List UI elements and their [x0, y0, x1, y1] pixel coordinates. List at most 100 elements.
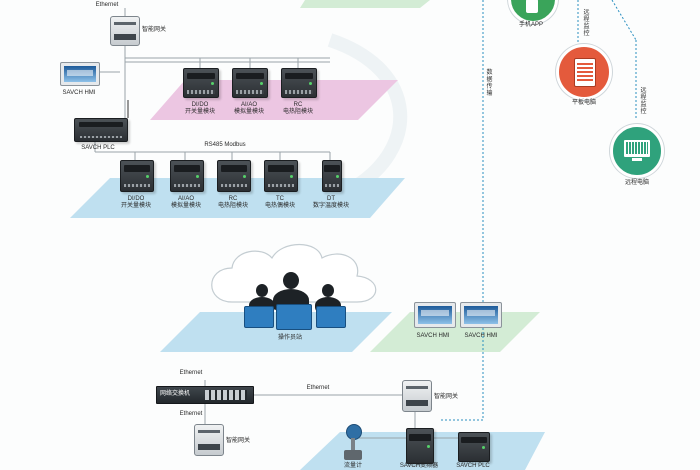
- status-led: [308, 81, 312, 85]
- io-module-icon: [220, 165, 248, 172]
- smart-gateway-right[interactable]: [402, 380, 432, 412]
- rs485-bus-label: RS485 Modbus: [204, 142, 246, 148]
- hmi-screen: [418, 306, 452, 324]
- plc-device-bottom[interactable]: [458, 432, 490, 462]
- plc-bottom-led: [482, 445, 486, 449]
- terminal-block: [124, 183, 150, 188]
- gateway-top-base: [114, 34, 136, 40]
- remote-pc-circle[interactable]: [610, 124, 664, 178]
- status-led: [290, 174, 294, 178]
- gateway-top-stripe: [114, 22, 136, 25]
- temperature-module-icon: [324, 165, 340, 172]
- inverter-device[interactable]: [406, 428, 434, 464]
- status-led: [146, 174, 150, 178]
- gateway-left-stripe: [198, 430, 220, 433]
- lower-module-5[interactable]: [322, 160, 342, 192]
- lower-module-4-name-label: 电热偶模块: [264, 203, 295, 209]
- switch-ports: [205, 390, 247, 400]
- top-connectors: [94, 8, 331, 160]
- gateway-right-base: [406, 400, 428, 406]
- terminal-block: [268, 183, 294, 188]
- tablet-circle[interactable]: [556, 44, 612, 100]
- lower-module-2-name-label: 模拟量模块: [170, 203, 201, 209]
- ethernet-label-left-gateway: Ethernet: [179, 411, 203, 417]
- hmi-panel-top[interactable]: [60, 62, 100, 86]
- io-module-icon: [284, 72, 314, 80]
- hmi-label-bottom-2: SAVCH HMI: [464, 333, 498, 339]
- inverter-face: [409, 433, 431, 442]
- ethernet-label-top: Ethernet: [95, 2, 119, 8]
- plc-label-top: SAVCH PLC: [81, 145, 115, 151]
- gateway-left-base: [198, 444, 220, 450]
- operator-head: [322, 284, 334, 297]
- terminal-block: [187, 90, 215, 94]
- lower-module-2-type-label: AI/AO: [177, 196, 194, 202]
- terminal-block: [174, 183, 200, 188]
- operator-head: [283, 272, 299, 289]
- remote-monitor-label-2: 远程监控: [640, 88, 647, 115]
- gateway-label-top: 智能网关: [142, 27, 167, 33]
- lower-module-1-type-label: DI/DO: [127, 196, 145, 202]
- io-module-icon: [123, 165, 151, 172]
- hmi-label-bottom-1: SAVCH HMI: [416, 333, 450, 339]
- upper-module-3[interactable]: [281, 68, 317, 98]
- gateway-label-right: 智能网关: [434, 394, 459, 400]
- hmi-screen: [464, 306, 498, 324]
- lower-module-4-type-label: TC: [276, 196, 284, 202]
- smart-gateway-left[interactable]: [194, 424, 224, 456]
- flowmeter-stem: [351, 438, 355, 450]
- tablet-screen: [577, 62, 593, 81]
- io-module-icon: [235, 72, 265, 80]
- lower-module-1[interactable]: [120, 160, 154, 192]
- hmi-panel-bottom-2[interactable]: [460, 302, 502, 328]
- operator-station-label: 操作员站: [277, 335, 302, 341]
- lower-module-3[interactable]: [217, 160, 251, 192]
- plc-face: [79, 122, 123, 127]
- switch-label: 网络交换机: [160, 391, 191, 397]
- remote-monitor-label-1: 远程监控: [583, 10, 590, 37]
- terminal-block: [221, 183, 247, 188]
- upper-module-1[interactable]: [183, 68, 219, 98]
- status-led: [335, 174, 339, 178]
- background-swoosh: [327, 33, 408, 197]
- operator-head: [256, 284, 268, 297]
- flowmeter-device[interactable]: [344, 424, 362, 464]
- network-switch[interactable]: [156, 386, 254, 404]
- monitor-screen: [626, 142, 648, 154]
- terminal-block: [324, 183, 340, 188]
- flowmeter-label: 流量计: [343, 463, 362, 469]
- upper-module-2-type-label: AI/AO: [240, 102, 257, 108]
- hmi-panel-bottom-1[interactable]: [414, 302, 456, 328]
- operator-laptop-center[interactable]: [276, 304, 312, 330]
- remote-pc-label: 远程电脑: [624, 180, 649, 186]
- status-led: [210, 81, 214, 85]
- ethernet-label-middle: Ethernet: [306, 385, 330, 391]
- ethernet-label-switch-top: Ethernet: [179, 370, 203, 376]
- smart-gateway-top[interactable]: [110, 16, 140, 46]
- status-led: [243, 174, 247, 178]
- lower-module-4[interactable]: [264, 160, 298, 192]
- status-led: [259, 81, 263, 85]
- io-module-icon: [267, 165, 295, 172]
- hmi-screen: [64, 66, 96, 82]
- inverter-led: [426, 444, 430, 448]
- tablet-icon: [574, 58, 596, 87]
- terminal-block: [285, 90, 313, 94]
- lower-module-1-name-label: 开关量模块: [120, 203, 151, 209]
- io-module-icon: [186, 72, 216, 80]
- top-green-platform: [300, 0, 430, 8]
- inverter-label: SAVCH变频器: [399, 463, 439, 469]
- upper-module-1-type-label: DI/DO: [191, 102, 209, 108]
- plc-terminal: [80, 135, 122, 139]
- monitor-stand: [632, 158, 642, 161]
- upper-module-2[interactable]: [232, 68, 268, 98]
- lower-module-2[interactable]: [170, 160, 204, 192]
- operator-laptop-right[interactable]: [316, 306, 346, 328]
- upper-module-3-name-label: 电热阻模块: [282, 109, 313, 115]
- monitor-icon: [624, 140, 650, 157]
- plc-device-top[interactable]: [74, 118, 128, 142]
- tablet-label: 平板电脑: [571, 100, 596, 106]
- remote-dashed-links: [440, 0, 637, 421]
- operator-laptop-left[interactable]: [244, 306, 274, 328]
